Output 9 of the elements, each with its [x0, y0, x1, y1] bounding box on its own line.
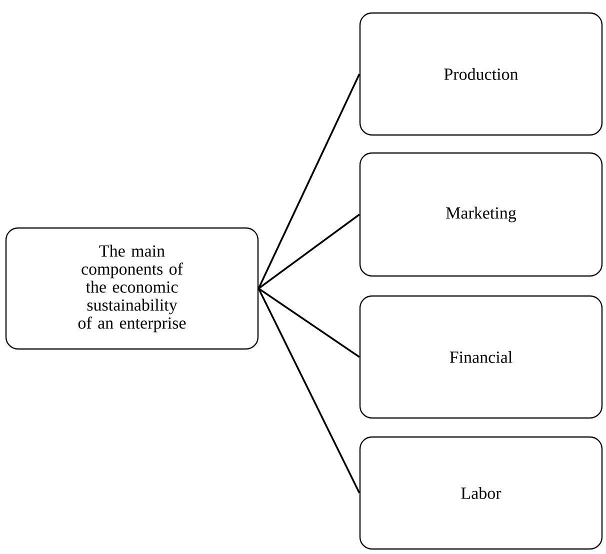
connector-line — [258, 288, 360, 358]
topic-box: The main components of the economic sustainability of an enterprise — [5, 227, 259, 350]
process-box: Marketing — [359, 152, 603, 277]
connector-line — [258, 74, 360, 289]
process-box: Financial — [359, 295, 603, 419]
connector-line — [258, 288, 360, 494]
process-box: Production — [359, 12, 603, 136]
connector-line — [258, 214, 360, 290]
process-box: Labor — [359, 436, 603, 550]
